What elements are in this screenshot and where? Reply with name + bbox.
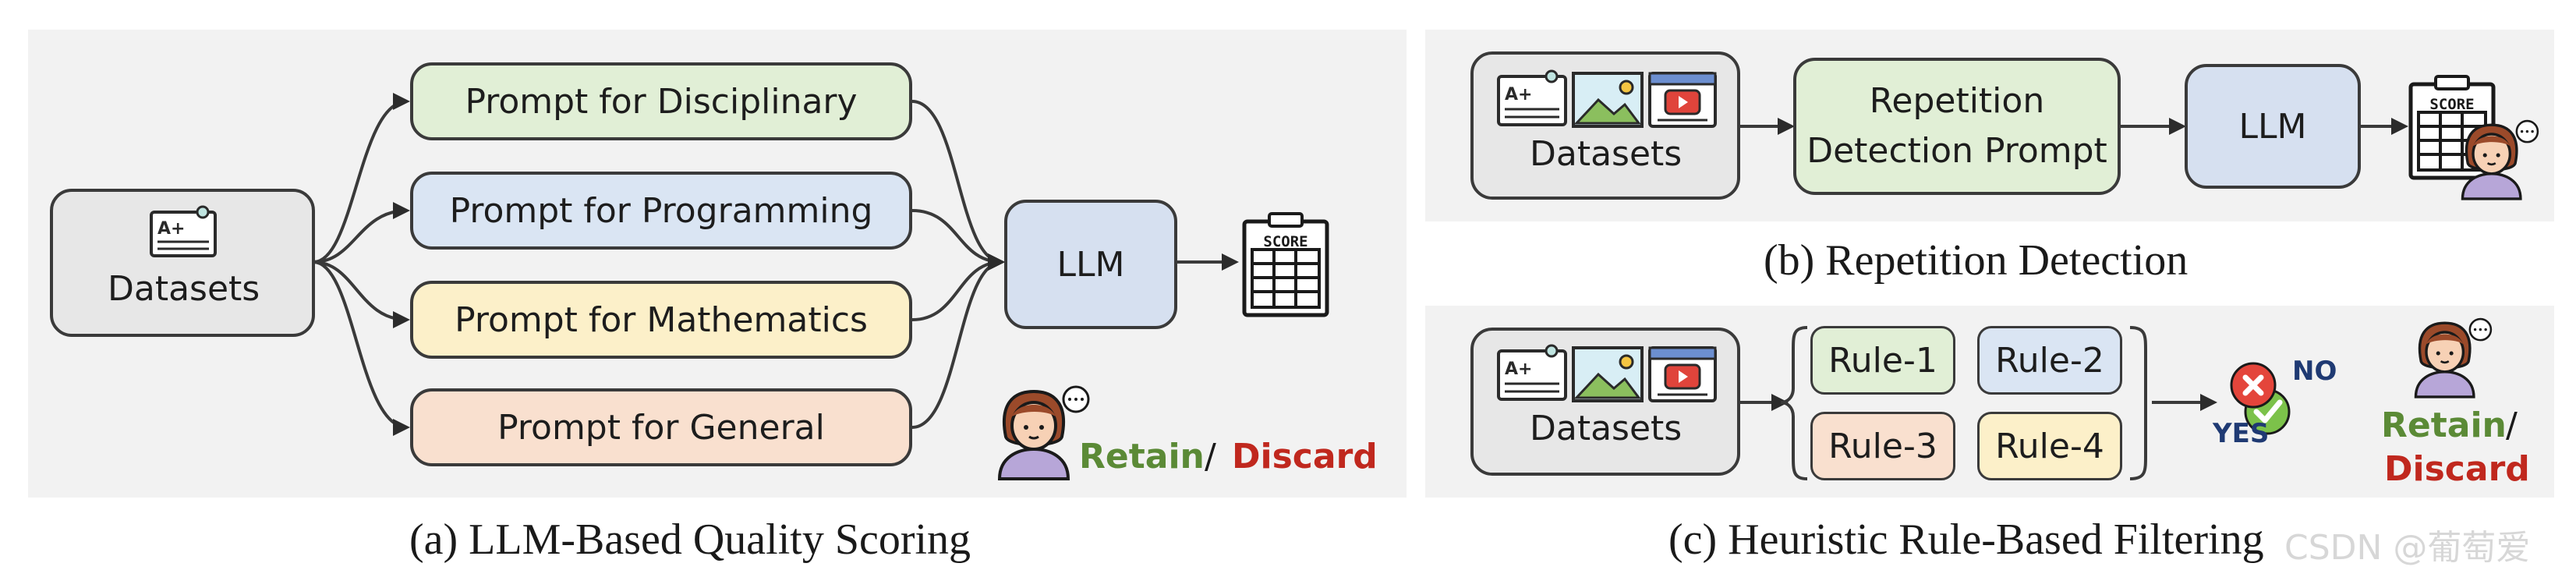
watermark: CSDN @葡萄爱 xyxy=(2284,528,2531,568)
repetition-prompt-line2: Detection Prompt xyxy=(1806,131,2107,171)
datasets-label-c: Datasets xyxy=(1530,409,1683,448)
yes-label: YES xyxy=(2213,418,2270,449)
rule-4-box: Rule-4 xyxy=(1977,412,2122,480)
arrow-datasets-to-mathematics xyxy=(313,260,410,328)
rule-3-label: Rule-3 xyxy=(1828,426,1937,466)
caption-b: (b) Repetition Detection xyxy=(1764,236,2189,285)
svg-text:A+: A+ xyxy=(1505,360,1532,379)
score-text-b: SCORE xyxy=(2429,96,2474,113)
discard-label-c: Discard xyxy=(2384,449,2530,489)
prompt-programming: Prompt for Programming xyxy=(410,172,912,250)
rule-4-label: Rule-4 xyxy=(1995,426,2104,466)
svg-text:A+: A+ xyxy=(1505,85,1532,104)
datasets-label-b: Datasets xyxy=(1530,134,1683,174)
arrow-datasets-to-general xyxy=(313,260,410,436)
llm-box-a: LLM xyxy=(1004,200,1177,329)
document-icon-b: A+ xyxy=(1497,69,1567,126)
image-icon-b xyxy=(1572,72,1644,128)
llm-label-b: LLM xyxy=(2238,106,2307,147)
slash-label-c: / xyxy=(2506,406,2518,445)
rule-2-box: Rule-2 xyxy=(1977,326,2122,395)
datasets-label-a: Datasets xyxy=(108,269,260,309)
prompt-general-label: Prompt for General xyxy=(497,407,825,448)
retain-label-a: Retain xyxy=(1079,437,1205,476)
prompt-disciplinary-label: Prompt for Disciplinary xyxy=(465,81,858,122)
prompt-mathematics-label: Prompt for Mathematics xyxy=(455,299,868,340)
caption-a: (a) LLM-Based Quality Scoring xyxy=(409,515,971,564)
reviewer-avatar-icon-c xyxy=(2414,317,2493,398)
video-icon-c xyxy=(1648,346,1717,402)
score-text-b-svg: SCORE xyxy=(2429,96,2474,113)
slash-label-a: / xyxy=(1205,437,1216,476)
rule-2-label: Rule-2 xyxy=(1995,340,2104,381)
retain-label-c: Retain xyxy=(2381,406,2507,445)
video-icon-b xyxy=(1648,72,1717,128)
dataset-icons-b: A+ xyxy=(1497,69,1717,128)
prompt-general: Prompt for General xyxy=(410,388,912,466)
score-text-a: SCORE xyxy=(1263,233,1307,250)
llm-label-a: LLM xyxy=(1056,244,1125,285)
document-icon: A+ xyxy=(150,205,217,257)
arrow-mathematics-to-llm xyxy=(911,253,1005,321)
yes-no-icon xyxy=(2230,362,2291,435)
prompt-programming-label: Prompt for Programming xyxy=(449,190,873,231)
arrow-disciplinary-to-llm xyxy=(911,100,1005,271)
reviewer-avatar-icon-b xyxy=(2461,119,2539,200)
prompt-disciplinary: Prompt for Disciplinary xyxy=(410,62,912,140)
prompt-mathematics: Prompt for Mathematics xyxy=(410,281,912,359)
image-icon-c xyxy=(1572,346,1644,402)
caption-c: (c) Heuristic Rule-Based Filtering xyxy=(1668,515,2264,564)
no-label: NO xyxy=(2292,356,2337,387)
svg-text:A+: A+ xyxy=(157,219,185,239)
arrow-general-to-llm xyxy=(911,253,1005,429)
dataset-icons-c: A+ xyxy=(1497,344,1717,402)
llm-box-b: LLM xyxy=(2185,64,2361,189)
repetition-prompt-box: Repetition Detection Prompt xyxy=(1793,58,2121,195)
left-brace xyxy=(1780,326,1808,480)
arrow-datasets-to-disciplinary xyxy=(313,93,410,264)
rule-1-label: Rule-1 xyxy=(1828,340,1937,381)
repetition-prompt-line1: Repetition xyxy=(1869,81,2045,121)
document-icon-c: A+ xyxy=(1497,344,1567,401)
rule-3-box: Rule-3 xyxy=(1810,412,1955,480)
arrow-datasets-to-programming xyxy=(313,202,410,264)
reviewer-avatar-icon xyxy=(997,385,1090,480)
rule-1-box: Rule-1 xyxy=(1810,326,1955,395)
score-text-a-svg: SCORE xyxy=(1263,233,1307,250)
right-brace xyxy=(2129,326,2147,480)
score-sheet-icon xyxy=(1242,212,1329,317)
discard-label-a: Discard xyxy=(1232,437,1378,476)
